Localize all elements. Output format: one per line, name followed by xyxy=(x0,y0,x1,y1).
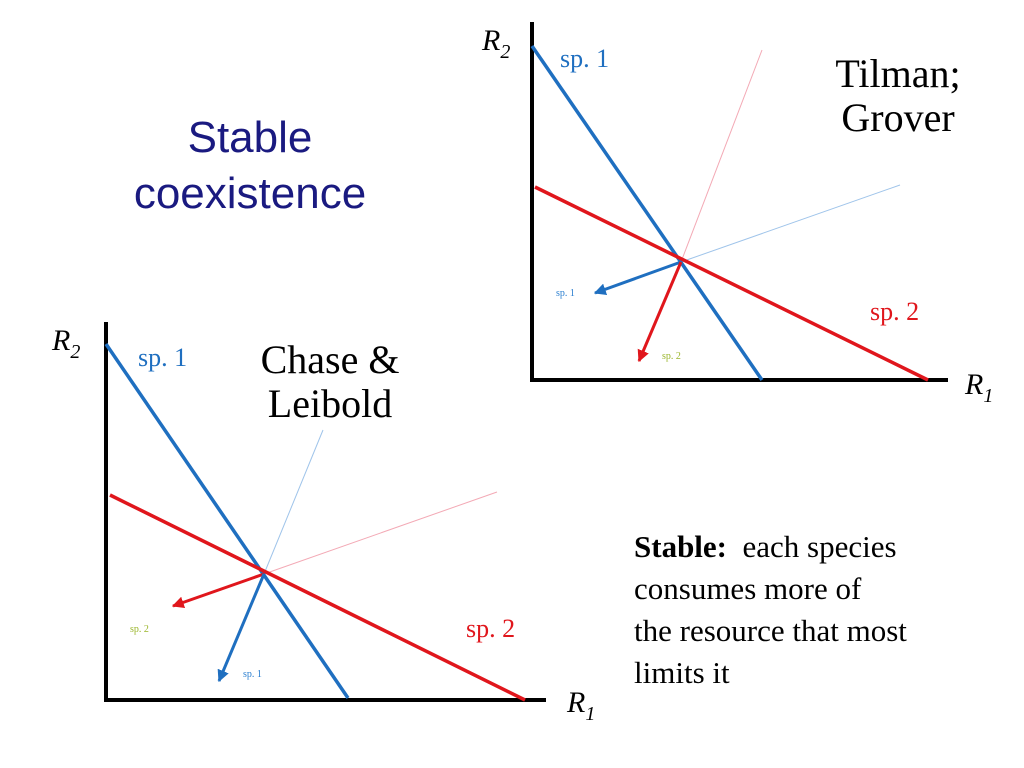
sp1-line-label: sp. 1 xyxy=(138,343,187,372)
tilman-grover-diagram: R2 R1 sp. 1 sp. 2 sp. 1 sp. 2 xyxy=(481,22,993,407)
sp1-line-label: sp. 1 xyxy=(560,44,609,73)
sp2-line-label: sp. 2 xyxy=(870,297,919,326)
sp1-consumption-vector xyxy=(217,573,266,683)
sp2-vector-label: sp. 2 xyxy=(662,351,681,362)
sp1-vector-label: sp. 1 xyxy=(243,669,262,680)
sp2-consumption-vector xyxy=(171,572,265,609)
x-axis-label: R1 xyxy=(964,368,993,407)
note-line-4: limits it xyxy=(634,655,730,690)
attribution-line-2: Grover xyxy=(841,95,955,140)
sp2-supply-guide-line xyxy=(263,491,498,575)
chase-leibold-attribution: Chase & Leibold xyxy=(240,338,420,426)
sp1-supply-guide-line xyxy=(263,429,324,575)
note-line-3: the resource that most xyxy=(634,613,907,648)
sp2-zngi-line xyxy=(109,493,526,702)
tilman-grover-attribution: Tilman; Grover xyxy=(818,52,978,140)
sp2-consumption-vector xyxy=(637,261,683,363)
attribution-line-2: Leibold xyxy=(267,381,393,426)
title-line-2: coexistence xyxy=(133,169,367,218)
sp2-vector-label: sp. 2 xyxy=(130,624,149,635)
sp2-line-label: sp. 2 xyxy=(466,614,515,643)
note-bold-prefix: Stable: xyxy=(634,529,727,564)
note-line-2: consumes more of xyxy=(634,571,862,606)
chase-leibold-diagram: R2 R1 sp. 1 sp. 2 sp. 2 sp. 1 xyxy=(51,322,595,725)
y-axis-label: R2 xyxy=(51,324,80,363)
attribution-line-1: Chase & xyxy=(260,337,400,382)
sp1-supply-guide-line xyxy=(680,184,901,263)
stability-note: Stable: each species consumes more of th… xyxy=(634,526,1014,694)
sp1-zngi-line xyxy=(530,45,764,381)
sp1-vector-label: sp. 1 xyxy=(556,288,575,299)
y-axis-label: R2 xyxy=(481,24,510,63)
note-line-1: Stable: each species xyxy=(634,526,1014,568)
note-line-1-text: each species xyxy=(742,529,897,564)
x-axis-label: R1 xyxy=(566,686,595,725)
sp1-zngi-line xyxy=(104,343,350,699)
sp2-zngi-line xyxy=(534,185,929,382)
attribution-line-1: Tilman; xyxy=(835,51,961,96)
sp1-consumption-vector xyxy=(593,260,682,295)
title-line-1: Stable xyxy=(187,113,313,162)
slide-title: Stable coexistence xyxy=(95,110,405,222)
sp2-supply-guide-line xyxy=(680,49,763,263)
